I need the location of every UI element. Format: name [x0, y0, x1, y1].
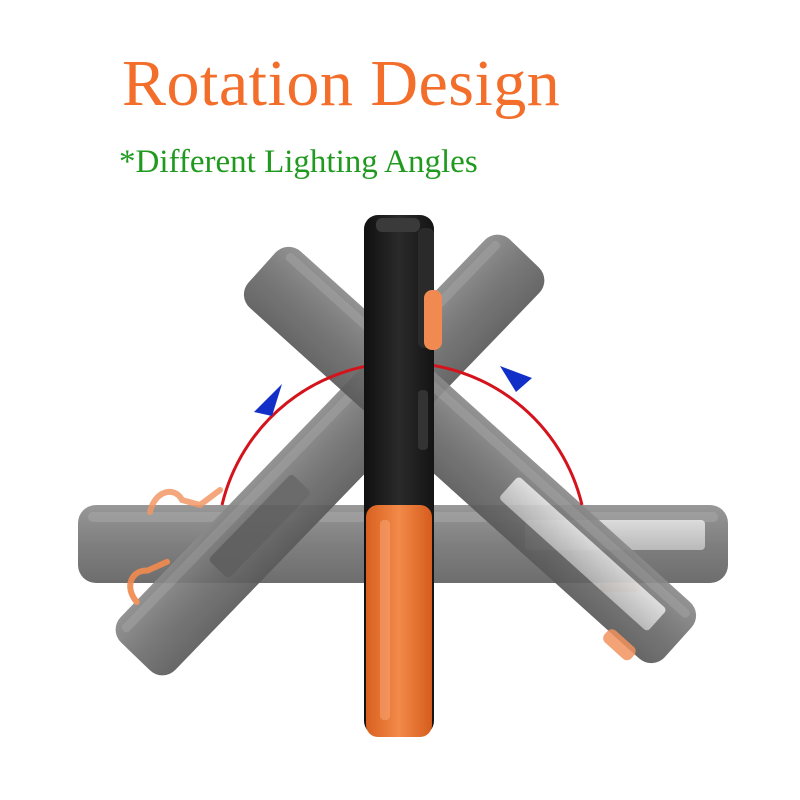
vertical-lamp	[364, 215, 442, 737]
page-title: Rotation Design	[122, 47, 561, 120]
page-subtitle: *Different Lighting Angles	[119, 144, 478, 180]
arrowhead-right-icon	[500, 366, 532, 392]
arrowhead-left-icon	[254, 384, 282, 416]
